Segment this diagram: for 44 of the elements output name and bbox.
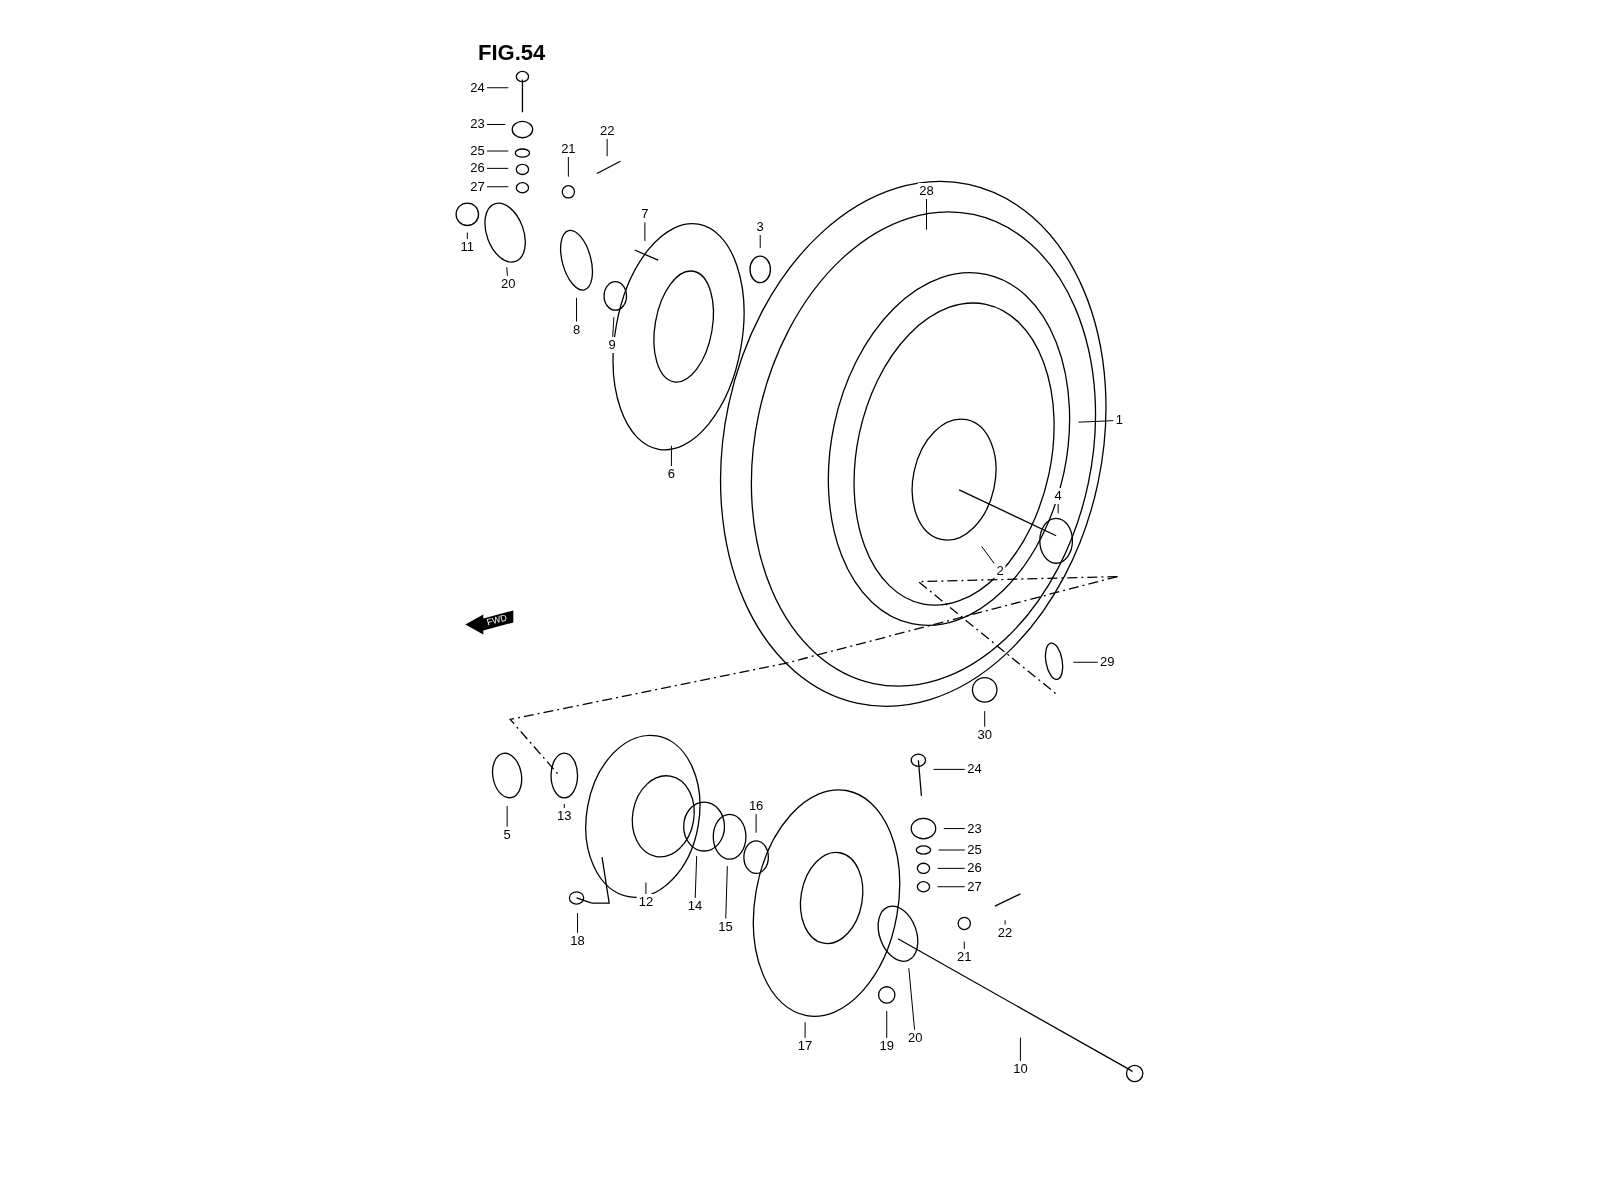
leader-line	[984, 710, 986, 728]
leader-line	[506, 805, 508, 828]
leader-line	[759, 234, 761, 249]
direction-label: FWD	[485, 612, 509, 628]
leader-line	[567, 156, 569, 178]
leader-line	[886, 1010, 888, 1039]
leader-line	[486, 167, 509, 169]
leader-line	[577, 912, 579, 934]
callout-number: 4	[1052, 487, 1064, 504]
leader-line	[486, 150, 509, 152]
callout-number: 28	[917, 182, 936, 199]
leader-line	[486, 124, 506, 125]
leader-line	[612, 316, 615, 338]
leader-line	[804, 1021, 806, 1039]
leader-line	[576, 297, 578, 323]
leader-line	[926, 198, 928, 231]
leader-line	[1019, 1037, 1021, 1062]
leader-line	[908, 967, 916, 1031]
leader-line	[644, 221, 646, 242]
leader-line	[938, 849, 966, 851]
leader-line	[466, 232, 468, 240]
leader-line	[1072, 661, 1099, 663]
leader-line	[563, 803, 565, 809]
callout-number: 9	[606, 336, 618, 353]
leader-line	[694, 855, 698, 899]
leader-line	[725, 865, 728, 919]
leader-line	[755, 813, 757, 834]
figure-title: FIG.54	[478, 40, 546, 66]
leader-line	[1077, 420, 1115, 423]
leader-line	[981, 545, 995, 565]
leader-line	[606, 138, 608, 157]
leader-line	[670, 445, 672, 467]
leader-line	[486, 186, 509, 188]
leader-line	[506, 266, 508, 277]
leader-line	[1057, 503, 1059, 514]
leader-line	[937, 867, 966, 869]
leader-line	[486, 87, 509, 89]
leader-line	[1004, 919, 1006, 926]
leader-line	[937, 886, 966, 888]
leader-line	[933, 768, 966, 770]
leader-line	[943, 828, 966, 830]
leader-line	[963, 941, 965, 950]
leader-line	[645, 882, 647, 895]
callout-number: 2	[994, 563, 1006, 580]
